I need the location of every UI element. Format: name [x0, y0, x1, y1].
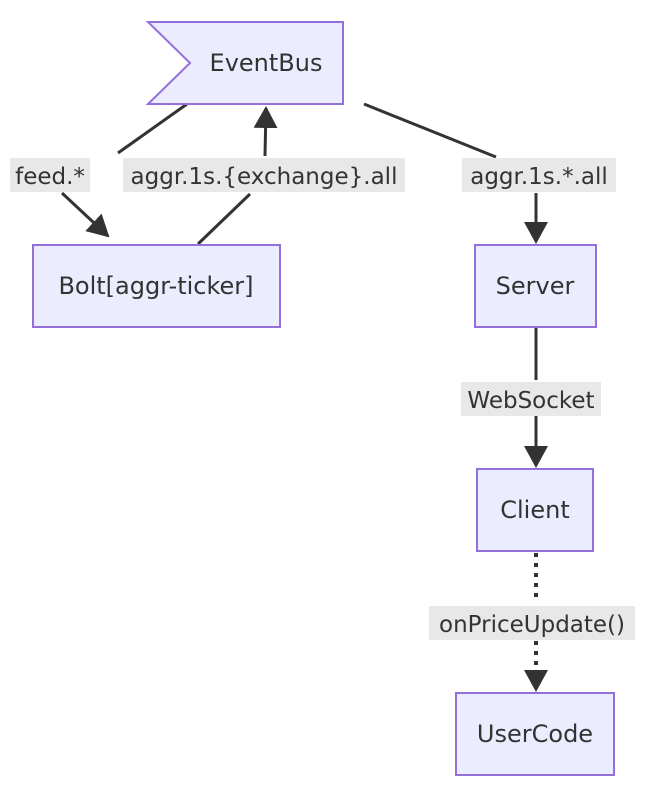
node-client: Client	[476, 468, 594, 552]
svg-text:onPriceUpdate(): onPriceUpdate()	[439, 612, 625, 638]
svg-text:Client: Client	[500, 496, 569, 524]
edge-eventbus-to-server	[363, 102, 548, 244]
edge-label-aggr-all: aggr.1s.*.all	[462, 158, 616, 192]
edge-eventbus-to-bolt	[60, 102, 188, 238]
edge-label-feed: feed.*	[10, 158, 90, 192]
edge-bolt-to-eventbus	[196, 106, 278, 246]
svg-text:Bolt[aggr-ticker]: Bolt[aggr-ticker]	[58, 272, 253, 300]
svg-text:aggr.1s.{exchange}.all: aggr.1s.{exchange}.all	[131, 164, 398, 190]
svg-text:feed.*: feed.*	[15, 164, 85, 190]
node-usercode: UserCode	[455, 692, 615, 776]
node-eventbus: EventBus	[145, 21, 344, 105]
edge-label-aggr-exchange: aggr.1s.{exchange}.all	[123, 158, 405, 192]
node-bolt-aggr-ticker: Bolt[aggr-ticker]	[32, 244, 281, 328]
svg-text:aggr.1s.*.all: aggr.1s.*.all	[470, 164, 608, 190]
svg-text:EventBus: EventBus	[210, 49, 323, 77]
svg-text:Server: Server	[496, 272, 575, 300]
svg-text:UserCode: UserCode	[477, 720, 593, 748]
svg-text:WebSocket: WebSocket	[467, 388, 594, 414]
edge-label-websocket: WebSocket	[461, 382, 601, 416]
node-server: Server	[474, 244, 597, 328]
edge-label-onpriceupdate: onPriceUpdate()	[429, 606, 635, 640]
